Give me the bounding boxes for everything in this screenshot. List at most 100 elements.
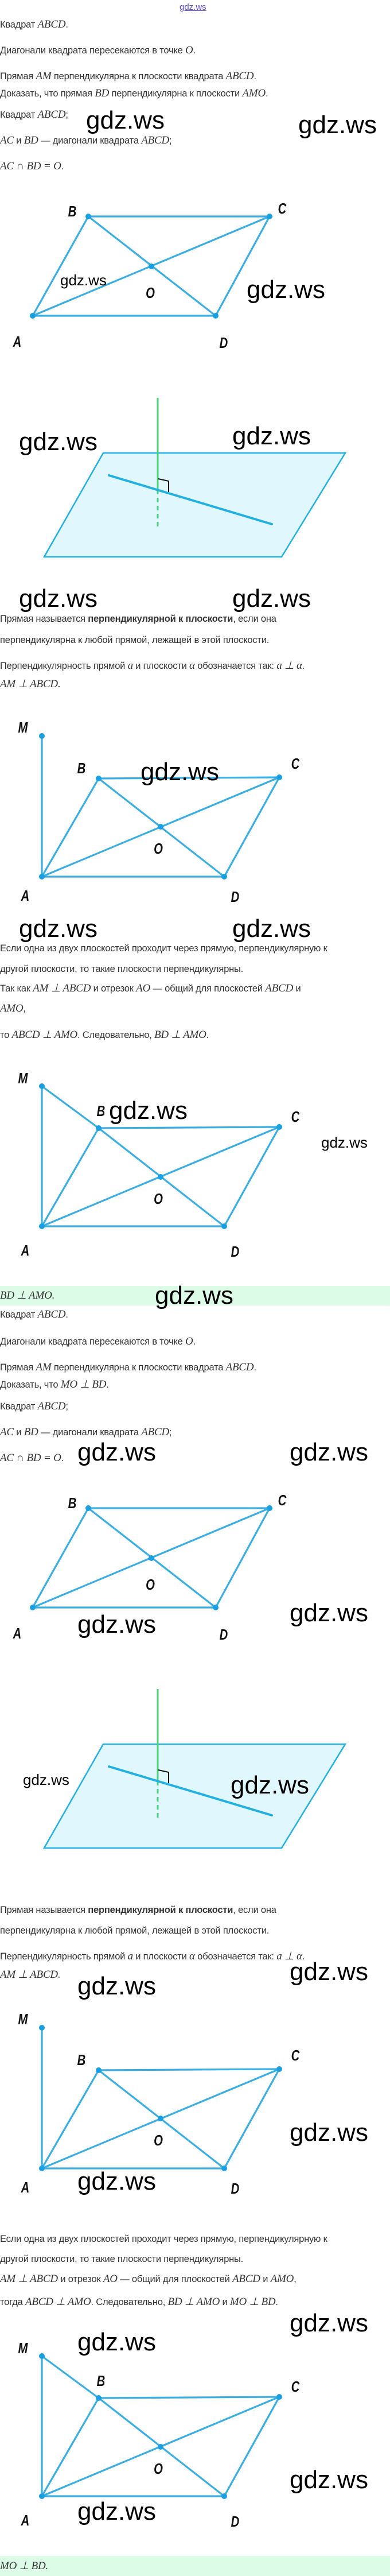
point-label-M: M: [18, 719, 28, 736]
segment-AB: [32, 215, 89, 317]
text-fragment: — общий для плоскостей: [150, 983, 266, 994]
watermark: gdz.ws: [23, 1771, 69, 1788]
answer-highlight: [0, 1286, 390, 1306]
right-angle-mark: [158, 478, 169, 492]
text-fragment: .: [265, 88, 268, 99]
point-label-O: O: [154, 1191, 163, 1207]
segment-CD: [223, 2396, 280, 2497]
point-B: [85, 214, 91, 219]
text-line: AC и BD — диагонали квадрата ABCD;: [0, 134, 172, 148]
text-fragment: Так как: [0, 983, 33, 994]
point-B: [96, 2395, 102, 2401]
point-D: [213, 313, 219, 319]
math-expression: BD: [95, 87, 110, 99]
math-expression: ABCD ⊥ AMO: [11, 1029, 78, 1041]
point-A: [39, 2166, 45, 2171]
text-fragment: .: [106, 1380, 109, 1390]
text-fragment: перпендикулярна к любой прямой, лежащей …: [0, 1926, 270, 1936]
segment-BC: [98, 2396, 280, 2399]
point-label-O: O: [154, 2132, 163, 2149]
text-fragment: и отрезок: [91, 983, 136, 994]
segment-AB: [41, 777, 100, 878]
segment-BC: [98, 2068, 280, 2071]
text-line: Перпендикулярность прямой a и плоскости …: [0, 659, 305, 673]
text-fragment: Доказать, что прямая: [0, 88, 95, 99]
text-fragment: Диагонали квадрата пересекаются в точке: [0, 45, 185, 56]
watermark: gdz.ws: [77, 2328, 156, 2356]
text-fragment: Прямая: [0, 71, 36, 82]
point-label-M: M: [18, 1070, 28, 1087]
point-O: [149, 264, 154, 269]
text-fragment: то: [0, 1030, 12, 1040]
point-D: [221, 2493, 227, 2499]
text-fragment: Квадрат: [0, 110, 38, 120]
watermark: gdz.ws: [290, 1958, 368, 1986]
watermark: gdz.ws: [77, 2497, 156, 2525]
math-expression: a ⊥ α: [276, 1950, 302, 1962]
segment-CD: [214, 215, 271, 317]
watermark: gdz.ws: [290, 2309, 368, 2337]
math-expression: MO ⊥ BD.: [0, 2560, 49, 2572]
math-expression: O: [185, 1335, 193, 1347]
text-line: Если одна из двух плоскостей проходит че…: [0, 2232, 327, 2246]
point-label-C: C: [291, 2047, 301, 2064]
math-expression: AC: [0, 1426, 14, 1438]
text-fragment: перпендикулярна к плоскости квадрата: [51, 71, 226, 82]
segment-AB: [32, 1507, 89, 1609]
header-watermark-link[interactable]: gdz.ws: [180, 2, 206, 12]
point-label-O: O: [154, 840, 163, 857]
text-line: Диагонали квадрата пересекаются в точке …: [0, 1335, 196, 1349]
point-B: [85, 1505, 91, 1511]
math-expression: AC ∩ BD = O: [0, 160, 61, 172]
math-expression: AM ⊥ ABCD.: [0, 678, 61, 690]
segment-BC: [98, 1126, 280, 1129]
text-line: тогда ABCD ⊥ AMO. Следовательно, BD ⊥ AM…: [0, 2295, 278, 2309]
point-label-B: B: [97, 2373, 106, 2389]
text-line: Диагонали квадрата пересекаются в точке …: [0, 44, 196, 57]
point-A: [30, 1605, 36, 1610]
math-expression: AM ⊥ ABCD: [33, 982, 91, 994]
watermark: gdz.ws: [77, 2167, 156, 2195]
text-fragment: Прямая называется: [0, 614, 88, 624]
line-in-plane: [108, 1765, 273, 1816]
text-fragment: и: [260, 2274, 271, 2284]
line-in-plane: [108, 474, 273, 525]
text-fragment: .: [61, 1453, 64, 1463]
point-label-B: B: [68, 203, 77, 220]
text-fragment: Перпендикулярность прямой: [0, 661, 128, 671]
watermark: gdz.ws: [232, 422, 311, 450]
text-fragment: Квадрат: [0, 20, 38, 30]
text-fragment: . Следовательно,: [91, 2297, 168, 2307]
watermark: gdz.ws: [86, 106, 165, 134]
text-line: Прямая называется перпендикулярной к пло…: [0, 612, 276, 626]
point-D: [221, 874, 227, 880]
math-expression: α: [189, 660, 195, 672]
math-expression: AMO: [242, 87, 266, 99]
right-angle-mark: [158, 1769, 169, 1783]
segment-AB: [41, 2069, 100, 2170]
text-fragment: ,: [294, 2274, 297, 2284]
text-fragment: .: [275, 2297, 278, 2307]
point-label-D: D: [220, 1626, 228, 1643]
math-expression: AMO,: [0, 1002, 26, 1014]
text-line: Прямая называется перпендикулярной к пло…: [0, 1903, 276, 1917]
text-fragment: Диагонали квадрата пересекаются в точке: [0, 1337, 185, 1347]
text-fragment: .: [206, 1030, 209, 1040]
math-expression: ABCD: [141, 134, 170, 146]
answer-highlight: [0, 2556, 390, 2576]
point-label-D: D: [220, 335, 228, 351]
text-fragment: — диагонали квадрата: [38, 1427, 142, 1438]
point-label-O: O: [146, 285, 155, 301]
text-fragment: Прямая: [0, 1362, 36, 1373]
point-label-O: O: [146, 1576, 155, 1593]
math-expression: α: [189, 1950, 195, 1962]
segment-BC: [98, 776, 280, 780]
text-line: перпендикулярна к любой прямой, лежащей …: [0, 633, 269, 647]
watermark: gdz.ws: [290, 1438, 368, 1466]
text-fragment: другой плоскости, то такие плоскости пер…: [0, 2254, 244, 2264]
point-O: [158, 824, 163, 830]
